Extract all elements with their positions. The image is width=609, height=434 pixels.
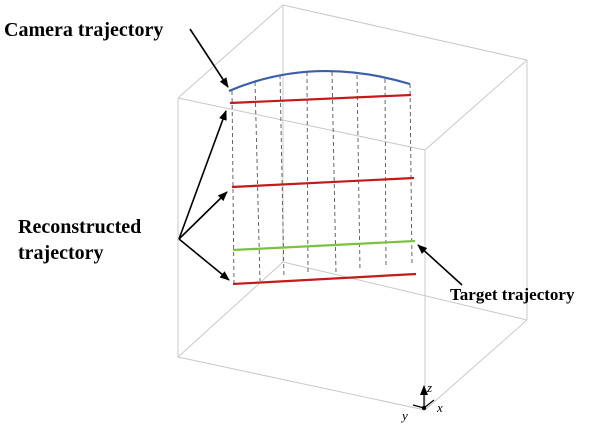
camera-trajectory-curve	[228, 69, 411, 93]
axis-indicator: z x y	[400, 380, 443, 423]
projection-line	[279, 74, 285, 279]
projection-line	[356, 74, 361, 271]
reconstructed-arrow-top	[178, 110, 227, 240]
y-axis-label: y	[400, 408, 408, 423]
reconstructed-trajectory-label-line2: trajectory	[18, 242, 104, 264]
axis-origin	[421, 405, 427, 411]
box-edge	[177, 97, 426, 151]
box-edge	[282, 4, 528, 61]
projection-line	[409, 83, 413, 266]
box-edge	[282, 261, 528, 321]
target-trajectory-line	[232, 239, 416, 252]
z-axis-label: z	[426, 380, 432, 395]
projection-line	[254, 81, 261, 282]
box-edge	[177, 356, 426, 411]
target-trajectory-label: Target trajectory	[450, 285, 575, 304]
reconstructed-trajectory-line	[229, 93, 412, 105]
box-edge	[424, 319, 528, 411]
target-label-arrow	[417, 244, 463, 286]
reconstructed-trajectory-label-line1: Reconstructed	[18, 216, 141, 238]
reconstructed-trajectory-line	[232, 272, 417, 286]
box-edge	[177, 4, 284, 99]
projection-line	[331, 71, 337, 273]
reconstructed-arrow-bottom	[178, 238, 230, 281]
box-edge	[424, 59, 528, 151]
projection-lines	[231, 71, 413, 285]
bounding-box	[177, 4, 528, 411]
box-edge	[177, 261, 284, 358]
camera-trajectory-label: Camera trajectory	[4, 19, 163, 41]
projection-line	[384, 78, 387, 268]
reconstructed-arrow-middle	[178, 191, 228, 240]
projection-line	[306, 71, 309, 276]
x-axis-label: x	[436, 400, 443, 415]
reconstructed-trajectory-line	[231, 176, 415, 189]
camera-label-arrow	[189, 28, 229, 88]
